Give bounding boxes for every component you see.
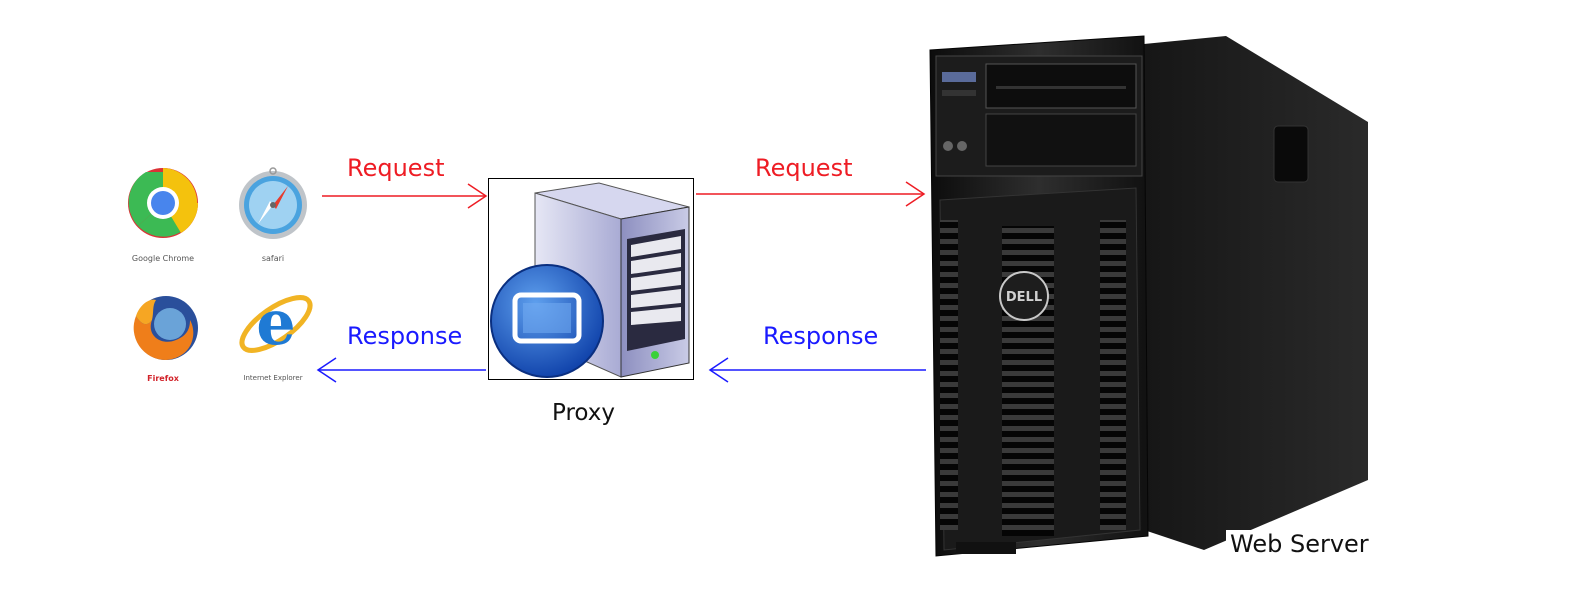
- label-response-1: Response: [347, 322, 463, 350]
- arrow-proxy-to-client: [316, 357, 486, 383]
- arrow-server-to-proxy: [708, 357, 926, 383]
- safari-icon: [239, 167, 307, 239]
- chrome-icon: [128, 168, 198, 238]
- ie-caption: Internet Explorer: [243, 374, 303, 382]
- proxy-label: Proxy: [552, 400, 616, 426]
- web-server-label: Web Server: [1226, 530, 1373, 558]
- safari-caption: safari: [261, 254, 285, 263]
- proxy-server-icon: [490, 182, 690, 378]
- proxy-node: [488, 178, 694, 380]
- ie-icon: e: [239, 286, 313, 359]
- arrow-proxy-to-server: [696, 181, 926, 207]
- label-response-2: Response: [763, 322, 879, 350]
- chrome-caption: Google Chrome: [131, 254, 195, 263]
- label-request-1: Request: [347, 154, 445, 182]
- arrow-client-to-proxy: [322, 183, 488, 209]
- dell-logo: DELL: [1006, 290, 1042, 305]
- label-request-2: Request: [755, 154, 853, 182]
- browser-group: Google Chrome safari Firefox e Internet …: [118, 160, 318, 400]
- firefox-icon: [133, 296, 198, 361]
- web-server-icon: DELL: [929, 35, 1368, 557]
- svg-text:e: e: [256, 286, 295, 359]
- firefox-caption: Firefox: [147, 374, 179, 383]
